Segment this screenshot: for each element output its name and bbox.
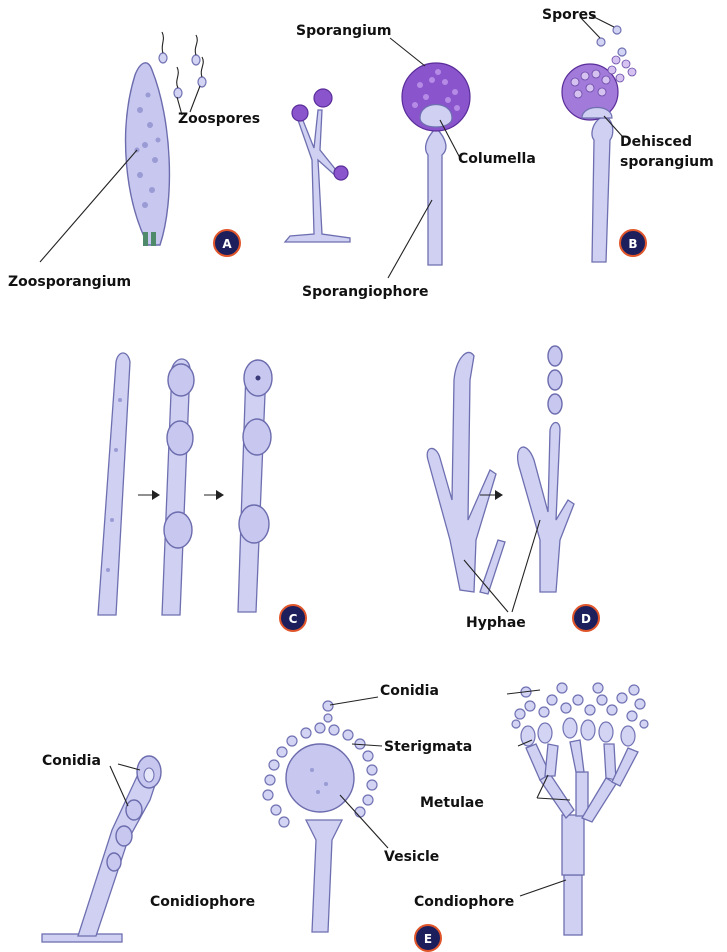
spores-drawing [597,26,626,56]
label-spores: Spores [542,7,596,23]
svg-text:D: D [581,612,591,626]
left-conidiophore-drawing [42,756,161,942]
hypha-stage-3 [238,360,272,612]
label-conidia-top: Conidia [380,683,439,699]
zoosporangium-drawing [126,63,170,246]
label-conidiophore: Conidiophore [150,894,255,910]
penicillium-brush-drawing [512,683,648,935]
label-conidia-left: Conidia [42,753,101,769]
label-metulae: Metulae [420,795,484,811]
label-vesicle: Vesicle [384,849,439,865]
svg-text:E: E [424,932,432,946]
hyphae-branch-2 [518,346,574,592]
badge-b: B [620,230,646,256]
panel-b: Spores Dehisced sporangium B [542,7,714,262]
panel-e: Conidia Conidia Sterigmata Vesicle Conid… [42,683,648,951]
label-columella: Columella [458,151,536,167]
label-condiophore: Condiophore [414,894,514,910]
badge-d: D [573,605,599,631]
svg-text:B: B [628,237,637,251]
badge-a: A [214,230,240,256]
panel-a: Zoospores Zoosporangium A [8,32,350,290]
label-sterigmata: Sterigmata [384,739,472,755]
label-dehisced-line1: Dehisced [620,134,692,150]
svg-text:A: A [222,237,232,251]
label-sporangium: Sporangium [296,23,391,39]
label-sporangiophore: Sporangiophore [302,284,429,300]
badge-c: C [280,605,306,631]
badge-e: E [415,925,441,951]
panel-c: C [98,353,306,631]
hyphae-branch-1 [427,352,505,594]
svg-text:C: C [289,612,298,626]
hypha-stage-1 [98,353,130,615]
label-zoospores: Zoospores [178,111,260,127]
branched-sporangiophore-drawing [285,89,350,242]
hypha-stage-2 [162,359,194,615]
panel-d: Hyphae D [427,346,599,631]
label-dehisced-line2: sporangium [620,154,714,170]
label-zoosporangium: Zoosporangium [8,274,131,290]
label-hyphae: Hyphae [466,615,526,631]
